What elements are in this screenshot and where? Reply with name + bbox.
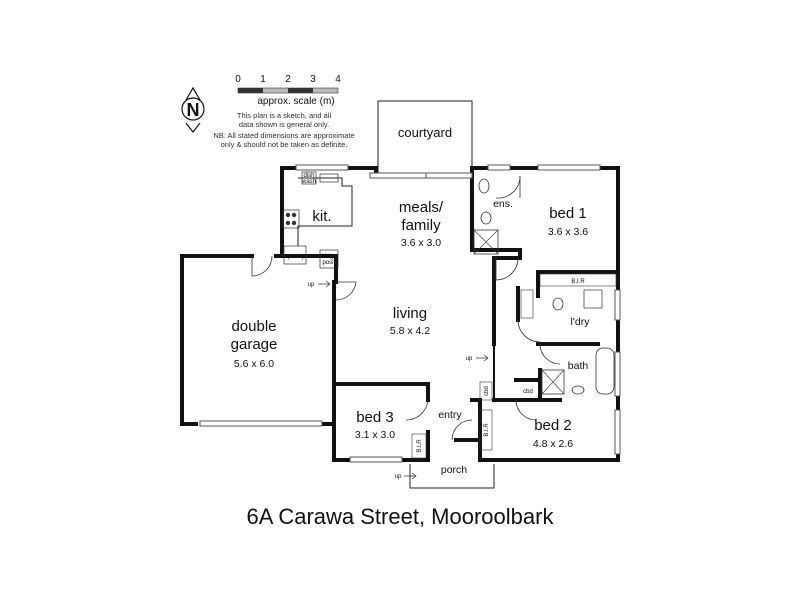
disclaimer-line-1: This plan is a sketch, and all [237, 111, 332, 120]
bed1-dims: 3.6 x 3.6 [548, 226, 588, 238]
scale-bar: 0 1 2 3 4 approx. scale (m) This plan is… [213, 74, 354, 149]
meals-family-label-line1: meals/ [399, 199, 444, 216]
pantry-label: pantry [288, 254, 305, 260]
disclaimer-line-2: data shown is general only. [239, 120, 329, 129]
kitchen-label: kit. [312, 208, 331, 225]
bir-bed1-label: B.I.R [571, 279, 585, 285]
up-living-label: up [466, 356, 473, 362]
garage-label-line2: garage [231, 336, 278, 353]
north-arrow-icon: N [181, 86, 205, 133]
up-porch-label: up [395, 474, 402, 480]
fixtures [282, 171, 617, 480]
scale-tick-1: 1 [260, 74, 266, 85]
meals-family-label-line2: family [401, 217, 441, 234]
scale-tick-4: 4 [335, 74, 341, 85]
courtyard-label: courtyard [398, 125, 452, 140]
windows [199, 164, 621, 463]
north-letter: N [187, 100, 200, 120]
room-labels: kit. meals/ family 3.6 x 3.0 bed 1 3.6 x… [231, 198, 591, 476]
ensuite-label: ens. [493, 198, 513, 210]
cbd-bath-label: cbd [523, 389, 533, 395]
fixture-labels: dish wash pantry fridge posn B.I.R cbd c… [288, 173, 586, 480]
courtyard: courtyard [377, 100, 473, 176]
bath-label: bath [568, 360, 589, 372]
bed1-label: bed 1 [549, 205, 587, 222]
fridge-posn-label-2: posn [322, 260, 335, 266]
fridge-posn-label-1: fridge [321, 254, 337, 260]
up-garage-label: up [308, 282, 315, 288]
scale-label: approx. scale (m) [257, 96, 334, 107]
scale-tick-3: 3 [310, 74, 316, 85]
cbd-entry-label: cbd [484, 386, 490, 396]
disclaimer-line-4: only & should not be taken as definite. [221, 140, 348, 149]
entry-label: entry [438, 409, 462, 421]
bed2-label: bed 2 [534, 417, 572, 434]
porch-label: porch [441, 464, 467, 476]
garage-label-line1: double [231, 318, 276, 335]
garage-dims: 5.6 x 6.0 [234, 358, 274, 370]
walls [180, 166, 620, 462]
living-label: living [393, 305, 427, 322]
disclaimer-line-3: NB: All stated dimensions are approximat… [213, 131, 354, 140]
living-dims: 5.8 x 4.2 [390, 325, 430, 337]
bed3-dims: 3.1 x 3.0 [355, 429, 395, 441]
dish-wash-label-2: wash [301, 179, 316, 185]
dish-wash-label-1: dish [303, 173, 314, 179]
scale-tick-2: 2 [285, 74, 291, 85]
bed2-dims: 4.8 x 2.6 [533, 438, 573, 450]
scale-tick-0: 0 [235, 74, 241, 85]
bir-bed2-label: B.I.R [484, 423, 490, 437]
laundry-label: l'dry [571, 316, 591, 328]
meals-family-dims: 3.6 x 3.0 [401, 237, 441, 249]
bir-bed3-label: B.I.R [417, 439, 423, 453]
bed3-label: bed 3 [356, 409, 394, 426]
address-title: 6A Carawa Street, Mooroolbark [247, 504, 555, 529]
